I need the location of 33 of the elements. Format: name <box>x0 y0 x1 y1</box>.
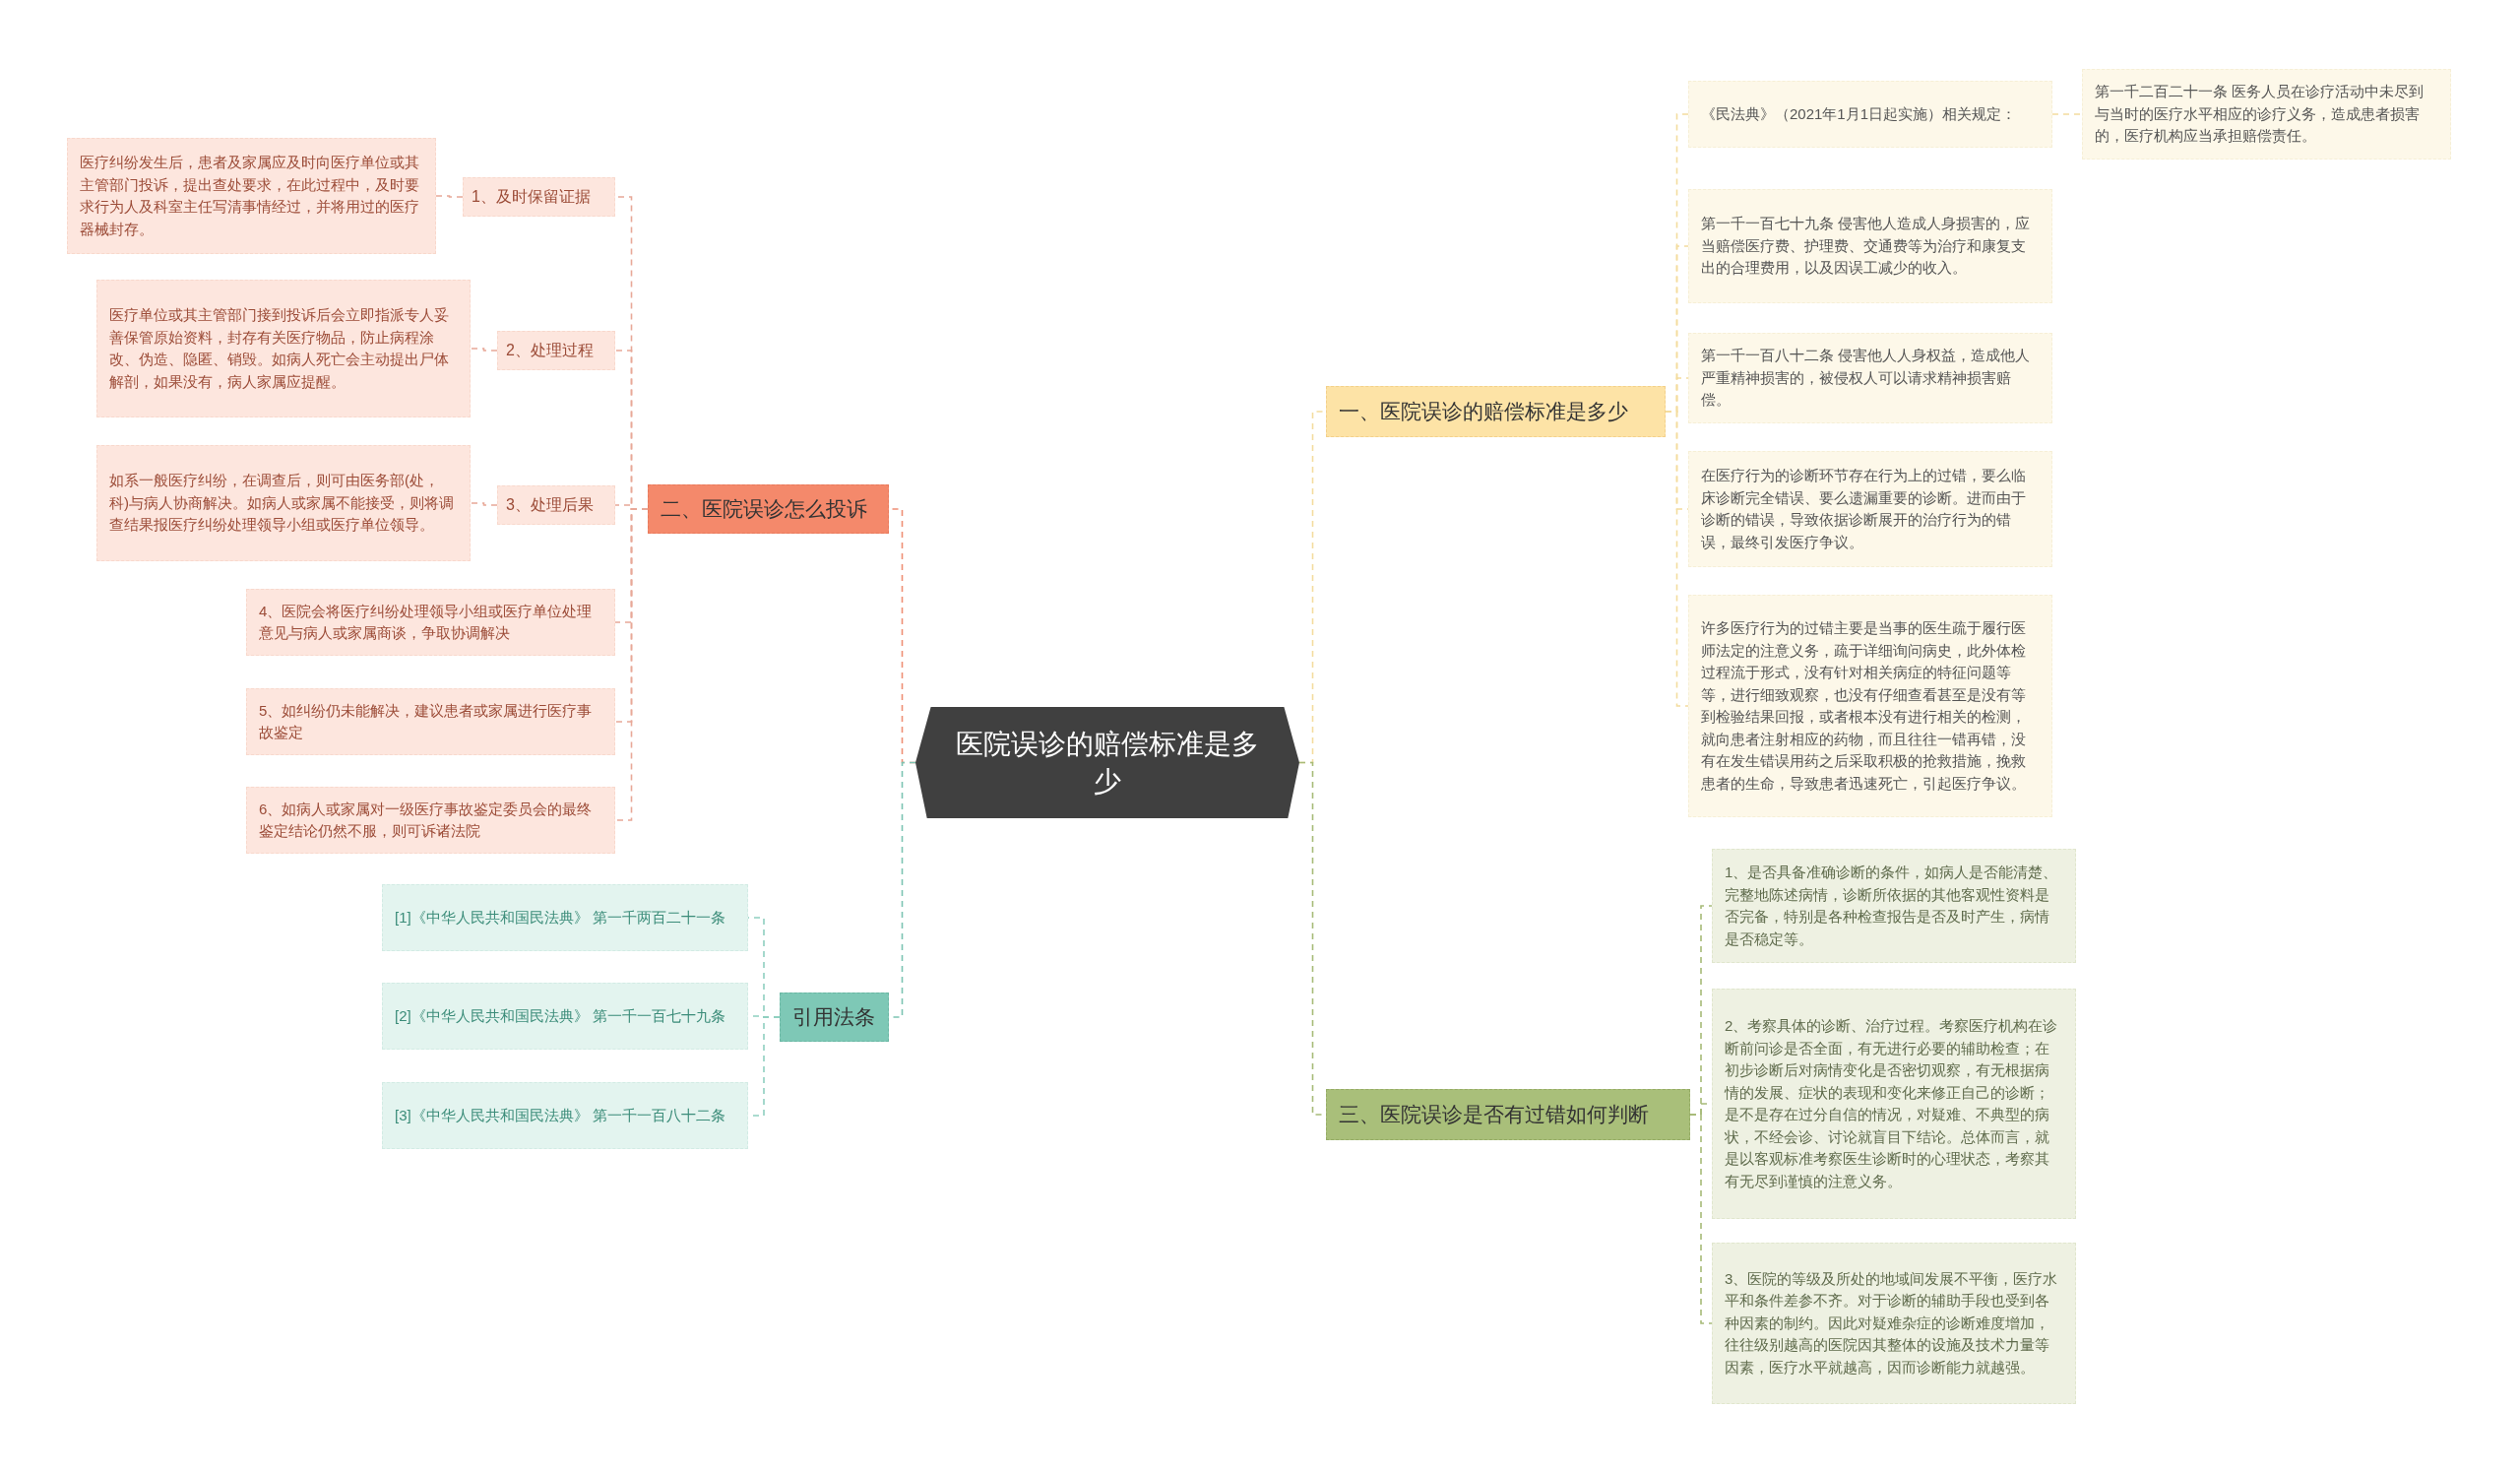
detail-note: 许多医疗行为的过错主要是当事的医生疏于履行医师法定的注意义务，疏于详细询问病史，此外体检过程流于形式，没有针对相关病症的特征问题等等，进行细致观察，也没有仔细查看甚至是没有等到检验结果回报，或者根本没有进行相关的检测，就向患者注射相应的药物，而且往往一错再错，没有在发生错误用药之后采取积极的抢救措施，挽救患者的生命，导致患者迅速死亡，引起医疗争议。 <box>1688 595 2052 817</box>
connector-line <box>470 348 498 352</box>
detail-note: 3、医院的等级及所处的地域间发展不平衡，医疗水平和条件差参不齐。对于诊断的辅助手段也受到各种因素的制约。因此对疑难杂症的诊断难度增加，往往级别越高的医院因其整体的设施及技术力量等因素，医疗水平就越高，因而诊断能力就越强。 <box>1712 1243 2076 1404</box>
central-topic: 医院误诊的赔偿标准是多少 <box>915 707 1299 818</box>
branch-topic: 三、医院误诊是否有过错如何判断 <box>1326 1089 1690 1140</box>
citation-note: [2]《中华人民共和国民法典》 第一千一百七十九条 <box>382 983 748 1050</box>
connector-line <box>1689 1114 1713 1324</box>
detail-note: 第一千二百二十一条 医务人员在诊疗活动中未尽到与当时的医疗水平相应的诊疗义务，造成患者损害的，医疗机构应当承担赔偿责任。 <box>2082 69 2451 160</box>
detail-note: 2、考察具体的诊断、治疗过程。考察医疗机构在诊断前问诊是否全面，有无进行必要的辅助检查；在初步诊断后对病情变化是否密切观察，有无根据病情的发展、症状的表现和变化来修正自己的诊断；是不是存在过分自信的情况，对疑难、不典型的病状，不经会诊、讨论就盲目下结论。总体而言，就是以客观标准考察医生诊断时的心理状态，考察其有无尽到谨慎的注意义务。 <box>1712 989 2076 1219</box>
detail-note: 1、是否具备准确诊断的条件，如病人是否能清楚、完整地陈述病情，诊断所依据的其他客观性资料是否完备，特别是各种检查报告是否及时产生，病情是否稳定等。 <box>1712 849 2076 963</box>
branch-topic: 引用法条 <box>780 993 889 1042</box>
detail-note: 在医疗行为的诊断环节存在行为上的过错，要么临床诊断完全错误、要么遗漏重要的诊断。进而由于诊断的错误，导致依据诊断展开的治疗行为的错误，最终引发医疗争议。 <box>1688 451 2052 567</box>
branch-topic: 一、医院误诊的赔偿标准是多少 <box>1326 386 1666 437</box>
detail-note: 5、如纠纷仍未能解决，建议患者或家属进行医疗事故鉴定 <box>246 688 615 755</box>
citation-note: [3]《中华人民共和国民法典》 第一千一百八十二条 <box>382 1082 748 1149</box>
sub-topic: 1、及时保留证据 <box>463 177 615 217</box>
connector-line <box>470 502 498 506</box>
connector-line <box>614 508 649 821</box>
branch-topic: 二、医院误诊怎么投诉 <box>648 484 889 534</box>
connector-line <box>1665 411 1689 707</box>
detail-note: 如系一般医疗纠纷，在调查后，则可由医务部(处，科)与病人协商解决。如病人或家属不能接受，则将调查结果报医疗纠纷处理领导小组或医疗单位领导。 <box>96 445 471 561</box>
detail-note: 《民法典》（2021年1月1日起实施）相关规定： <box>1688 81 2052 148</box>
detail-note: 医疗纠纷发生后，患者及家属应及时向医疗单位或其主管部门投诉，提出查处要求，在此过程中，及时要求行为人及科室主任写清事情经过，并将用过的医疗器械封存。 <box>67 138 436 254</box>
sub-topic: 3、处理后果 <box>497 485 615 525</box>
detail-note: 医疗单位或其主管部门接到投诉后会立即指派专人妥善保管原始资料，封存有关医疗物品，防止病程涂改、伪造、隐匿、销毁。如病人死亡会主动提出尸体解剖，如果没有，病人家属应提醒。 <box>96 280 471 417</box>
detail-note: 6、如病人或家属对一级医疗事故鉴定委员会的最终鉴定结论仍然不服，则可诉诸法院 <box>246 787 615 854</box>
detail-note: 第一千一百七十九条 侵害他人造成人身损害的，应当赔偿医疗费、护理费、交通费等为治疗和康复支出的合理费用，以及因误工减少的收入。 <box>1688 189 2052 303</box>
detail-note: 第一千一百八十二条 侵害他人人身权益，造成他人严重精神损害的，被侵权人可以请求精神损害赔偿。 <box>1688 333 2052 423</box>
citation-note: [1]《中华人民共和国民法典》 第一千两百二十一条 <box>382 884 748 951</box>
connector-line <box>435 195 464 198</box>
connector-line <box>2051 113 2083 115</box>
sub-topic: 2、处理过程 <box>497 331 615 370</box>
detail-note: 4、医院会将医疗纠纷处理领导小组或医疗单位处理意见与病人或家属商谈，争取协调解决 <box>246 589 615 656</box>
